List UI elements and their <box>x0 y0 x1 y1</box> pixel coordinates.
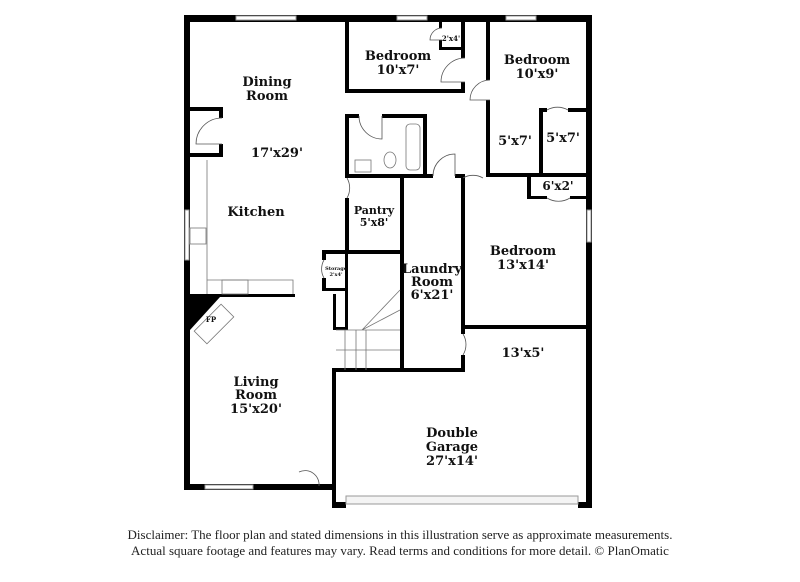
fireplace-hearth <box>190 297 220 330</box>
closet-a-size: 5'x7' <box>498 134 532 149</box>
fireplace-icon <box>193 303 235 345</box>
stove-icon <box>221 279 249 295</box>
bedroom2-size: 10'x9' <box>516 67 559 82</box>
disclaimer-line-2: Actual square footage and features may v… <box>131 543 669 558</box>
storage-size: 2'x4' <box>329 272 342 278</box>
fixtures <box>189 123 421 370</box>
closet-b-size: 5'x7' <box>546 131 580 146</box>
room-labels: Bedroom 10'x7' 2'x4' Bedroom 10'x9' Dini… <box>206 34 580 469</box>
doors <box>195 27 571 487</box>
kitchen-counter <box>206 160 294 294</box>
laundry-size: 6'x21' <box>411 288 454 303</box>
living-name-2: Room <box>235 388 277 403</box>
living-size: 15'x20' <box>230 402 282 417</box>
storage-name: Storage <box>325 266 347 272</box>
bedroom2-name: Bedroom <box>504 53 571 68</box>
closet-c-size: 6'x2' <box>542 179 573 193</box>
laundry-name-1: Laundry <box>402 262 462 277</box>
closet1-size: 2'x4' <box>442 34 460 43</box>
bedroom1-size: 10'x7' <box>377 63 420 78</box>
kitchen-sink-icon <box>189 227 207 245</box>
bedroom1-name: Bedroom <box>365 49 432 64</box>
windows <box>184 15 592 505</box>
pantry-size: 5'x8' <box>360 216 389 229</box>
garage-name-1: Double <box>426 426 478 441</box>
garage-name-2: Garage <box>426 440 478 455</box>
bedroom3-size: 13'x14' <box>497 258 549 273</box>
garage-size: 27'x14' <box>426 454 478 469</box>
stairs <box>336 289 401 370</box>
kitchen-name: Kitchen <box>227 205 285 220</box>
disclaimer-line-1: Disclaimer: The floor plan and stated di… <box>127 527 673 542</box>
fireplace-label: FP <box>206 315 217 324</box>
bedroom3-name: Bedroom <box>490 244 557 259</box>
hall-size: 13'x5' <box>502 346 545 361</box>
dining-name-1: Dining <box>242 75 291 90</box>
dining-name-2: Room <box>246 89 288 104</box>
toilet-icon <box>383 151 397 169</box>
living-name-1: Living <box>233 375 278 390</box>
bath-sink-icon <box>354 159 372 173</box>
bathtub-icon <box>405 123 421 171</box>
dining-size: 17'x29' <box>251 146 303 161</box>
laundry-name-2: Room <box>411 275 453 290</box>
pantry-name: Pantry <box>354 204 395 217</box>
